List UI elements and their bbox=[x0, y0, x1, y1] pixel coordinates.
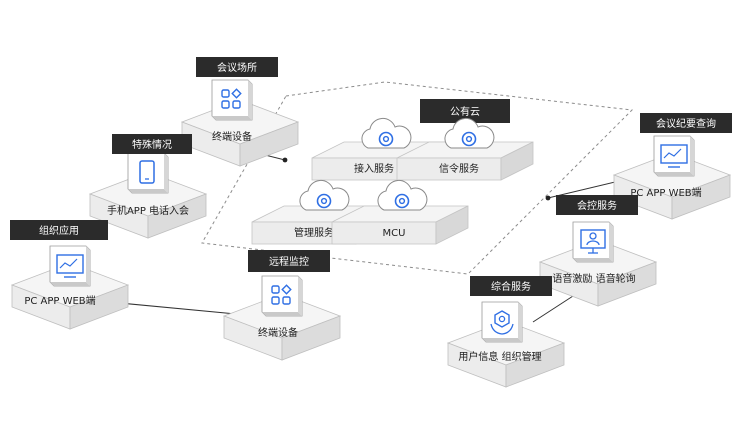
svg-text:信令服务: 信令服务 bbox=[439, 162, 479, 175]
cloud-gear-icon bbox=[361, 117, 412, 149]
cloud-gear-icon bbox=[377, 179, 428, 211]
access-service-node: 接入服务 bbox=[311, 117, 449, 181]
svg-text:终端设备: 终端设备 bbox=[212, 130, 252, 143]
meeting-venue-node: 会议场所 终端设备 bbox=[181, 57, 299, 167]
grid-apps-icon bbox=[261, 275, 303, 317]
cloud-gear-icon bbox=[299, 179, 350, 211]
svg-text:会议场所: 会议场所 bbox=[217, 61, 257, 74]
svg-text:会控服务: 会控服务 bbox=[577, 199, 617, 212]
svg-text:管理服务: 管理服务 bbox=[294, 226, 334, 239]
conf-control-node: 会控服务 语音激励 语音轮询 bbox=[539, 195, 657, 307]
org-app-node: 组织应用 PC APP WEB端 bbox=[10, 220, 129, 330]
junction-dot bbox=[545, 195, 551, 201]
pc-dashboard-icon bbox=[653, 135, 695, 177]
special-case-node: 特殊情况 手机APP 电话入会 bbox=[89, 134, 207, 239]
integrated-service-node: 综合服务 用户信息 组织管理 bbox=[447, 276, 565, 388]
remote-monitor-node: 远程监控 终端设备 bbox=[223, 250, 341, 361]
management-service-node: 管理服务 bbox=[251, 179, 389, 245]
junction-dot bbox=[282, 157, 288, 163]
svg-text:终端设备: 终端设备 bbox=[258, 326, 298, 339]
svg-text:组织应用: 组织应用 bbox=[39, 224, 79, 237]
svg-text:用户信息 组织管理: 用户信息 组织管理 bbox=[458, 350, 541, 363]
svg-text:综合服务: 综合服务 bbox=[491, 280, 531, 293]
pc-dashboard-icon bbox=[49, 245, 91, 287]
svg-text:语音激励 语音轮询: 语音激励 语音轮询 bbox=[552, 272, 635, 285]
mcu-service-node: MCU bbox=[331, 179, 469, 245]
public-cloud-region bbox=[201, 81, 634, 275]
minutes-query-node: 会议纪要查询 PC APP WEB端 bbox=[613, 113, 732, 220]
svg-text:远程监控: 远程监控 bbox=[269, 255, 309, 268]
svg-text:PC APP WEB端: PC APP WEB端 bbox=[24, 294, 95, 307]
mobile-phone-icon bbox=[127, 152, 169, 194]
signaling-service-node: 信令服务 bbox=[396, 117, 534, 181]
grid-apps-icon bbox=[211, 79, 253, 121]
svg-text:公有云: 公有云 bbox=[450, 105, 480, 118]
svg-text:MCU: MCU bbox=[383, 228, 406, 239]
svg-text:手机APP 电话入会: 手机APP 电话入会 bbox=[107, 204, 189, 217]
svg-text:接入服务: 接入服务 bbox=[354, 162, 394, 175]
presenter-monitor-icon bbox=[572, 221, 614, 263]
svg-text:会议纪要查询: 会议纪要查询 bbox=[656, 117, 716, 130]
svg-text:特殊情况: 特殊情况 bbox=[132, 138, 172, 151]
gear-hands-icon bbox=[481, 301, 523, 343]
svg-text:PC APP WEB端: PC APP WEB端 bbox=[630, 186, 701, 199]
